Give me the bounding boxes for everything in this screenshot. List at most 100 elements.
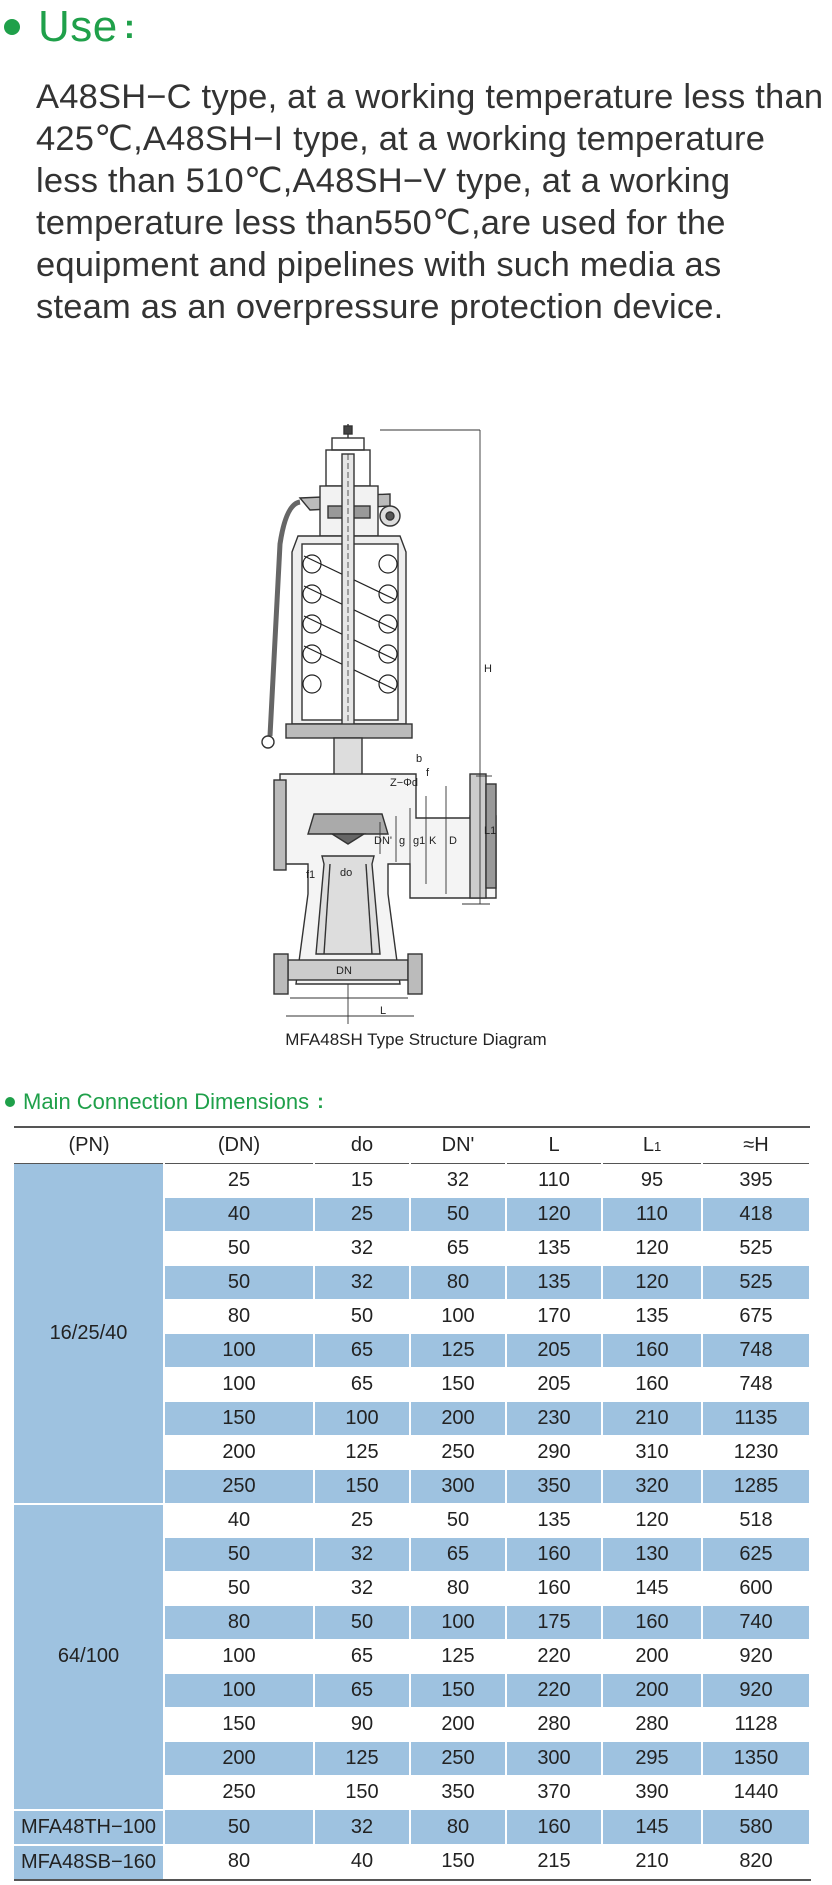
- table-cell: 65: [410, 1231, 507, 1266]
- table-cell: 205: [506, 1367, 603, 1402]
- table-cell: 200: [164, 1435, 315, 1470]
- header-l1: L1: [602, 1126, 702, 1164]
- table-cell: 625: [702, 1537, 811, 1572]
- table-cell: 160: [506, 1537, 603, 1572]
- table-cell: 200: [410, 1707, 507, 1742]
- dim-label-D: D: [449, 835, 457, 847]
- table-cell: 40: [314, 1844, 411, 1881]
- table-cell: 100: [164, 1639, 315, 1674]
- pn-cell: MFA48TH−100: [14, 1809, 165, 1846]
- header-pn: (PN): [14, 1126, 164, 1164]
- table-cell: 300: [410, 1469, 507, 1504]
- dim-label-L1: L1: [484, 825, 496, 837]
- table-cell: 295: [602, 1741, 703, 1776]
- dim-label-g: g: [399, 835, 405, 847]
- table-cell: 125: [314, 1741, 411, 1776]
- bullet-icon: [5, 1097, 15, 1107]
- structure-diagram: H L1 D K g1 g DN' b f Z−Φd f1 do DN L: [240, 424, 580, 1024]
- valve-drawing: H L1 D K g1 g DN' b f Z−Φd f1 do DN L: [261, 424, 497, 1024]
- table-cell: 120: [506, 1197, 603, 1232]
- table-cell: 310: [602, 1435, 703, 1470]
- table-cell: 95: [602, 1163, 703, 1198]
- table-cell: 230: [506, 1401, 603, 1436]
- table-cell: 80: [410, 1265, 507, 1300]
- table-cell: 65: [410, 1537, 507, 1572]
- table-cell: 200: [602, 1639, 703, 1674]
- dim-label-g1: g1: [413, 835, 425, 847]
- table-cell: 200: [164, 1741, 315, 1776]
- table-cell: 290: [506, 1435, 603, 1470]
- table-cell: 65: [314, 1333, 411, 1368]
- table-cell: 32: [314, 1231, 411, 1266]
- table-cell: 135: [602, 1299, 703, 1334]
- table-cell: 150: [164, 1401, 315, 1436]
- table-cell: 525: [702, 1231, 811, 1266]
- pn-cell: 64/100: [14, 1503, 165, 1811]
- table-cell: 748: [702, 1333, 811, 1368]
- table-cell: 1285: [702, 1469, 811, 1504]
- table-cell: 580: [702, 1809, 811, 1845]
- table-cell: 525: [702, 1265, 811, 1300]
- table-cell: 150: [164, 1707, 315, 1742]
- table-cell: 160: [602, 1367, 703, 1402]
- table-cell: 250: [410, 1435, 507, 1470]
- table-cell: 120: [602, 1231, 703, 1266]
- header-dn-prime: DN': [410, 1126, 506, 1164]
- table-cell: 150: [410, 1844, 507, 1881]
- table-cell: 1128: [702, 1707, 811, 1742]
- table-cell: 100: [314, 1401, 411, 1436]
- table-cell: 150: [410, 1673, 507, 1708]
- table-cell: 350: [410, 1775, 507, 1810]
- header-do: do: [314, 1126, 410, 1164]
- table-cell: 125: [410, 1639, 507, 1674]
- table-cell: 320: [602, 1469, 703, 1504]
- table-cell: 280: [602, 1707, 703, 1742]
- bullet-icon: [4, 19, 20, 35]
- table-cell: 110: [506, 1163, 603, 1198]
- table-cell: 25: [314, 1197, 411, 1232]
- header-dn: (DN): [164, 1126, 314, 1164]
- table-cell: 100: [164, 1333, 315, 1368]
- table-cell: 675: [702, 1299, 811, 1334]
- table-cell: 350: [506, 1469, 603, 1504]
- table-cell: 50: [314, 1605, 411, 1640]
- table-cell: 50: [410, 1197, 507, 1232]
- table-cell: 125: [410, 1333, 507, 1368]
- dim-label-K: K: [429, 835, 437, 847]
- table-cell: 160: [602, 1333, 703, 1368]
- table-cell: 25: [164, 1163, 315, 1198]
- table-header-row: (PN) (DN) do DN' L L1 ≈H: [14, 1126, 810, 1164]
- table-cell: 170: [506, 1299, 603, 1334]
- table-cell: 120: [602, 1503, 703, 1538]
- dimensions-colon: :: [317, 1090, 324, 1113]
- table-cell: 100: [410, 1299, 507, 1334]
- table-cell: 210: [602, 1401, 703, 1436]
- table-cell: 110: [602, 1197, 703, 1232]
- diagram-caption: MFA48SH Type Structure Diagram: [285, 1030, 547, 1049]
- table-cell: 130: [602, 1537, 703, 1572]
- table-cell: 80: [164, 1299, 315, 1334]
- table-cell: 32: [314, 1265, 411, 1300]
- table-cell: 370: [506, 1775, 603, 1810]
- table-cell: 1230: [702, 1435, 811, 1470]
- table-cell: 1135: [702, 1401, 811, 1436]
- table-cell: 50: [314, 1299, 411, 1334]
- table-cell: 1350: [702, 1741, 811, 1776]
- dim-label-L: L: [380, 1005, 386, 1017]
- table-cell: 135: [506, 1265, 603, 1300]
- table-cell: 120: [602, 1265, 703, 1300]
- table-cell: 50: [164, 1571, 315, 1606]
